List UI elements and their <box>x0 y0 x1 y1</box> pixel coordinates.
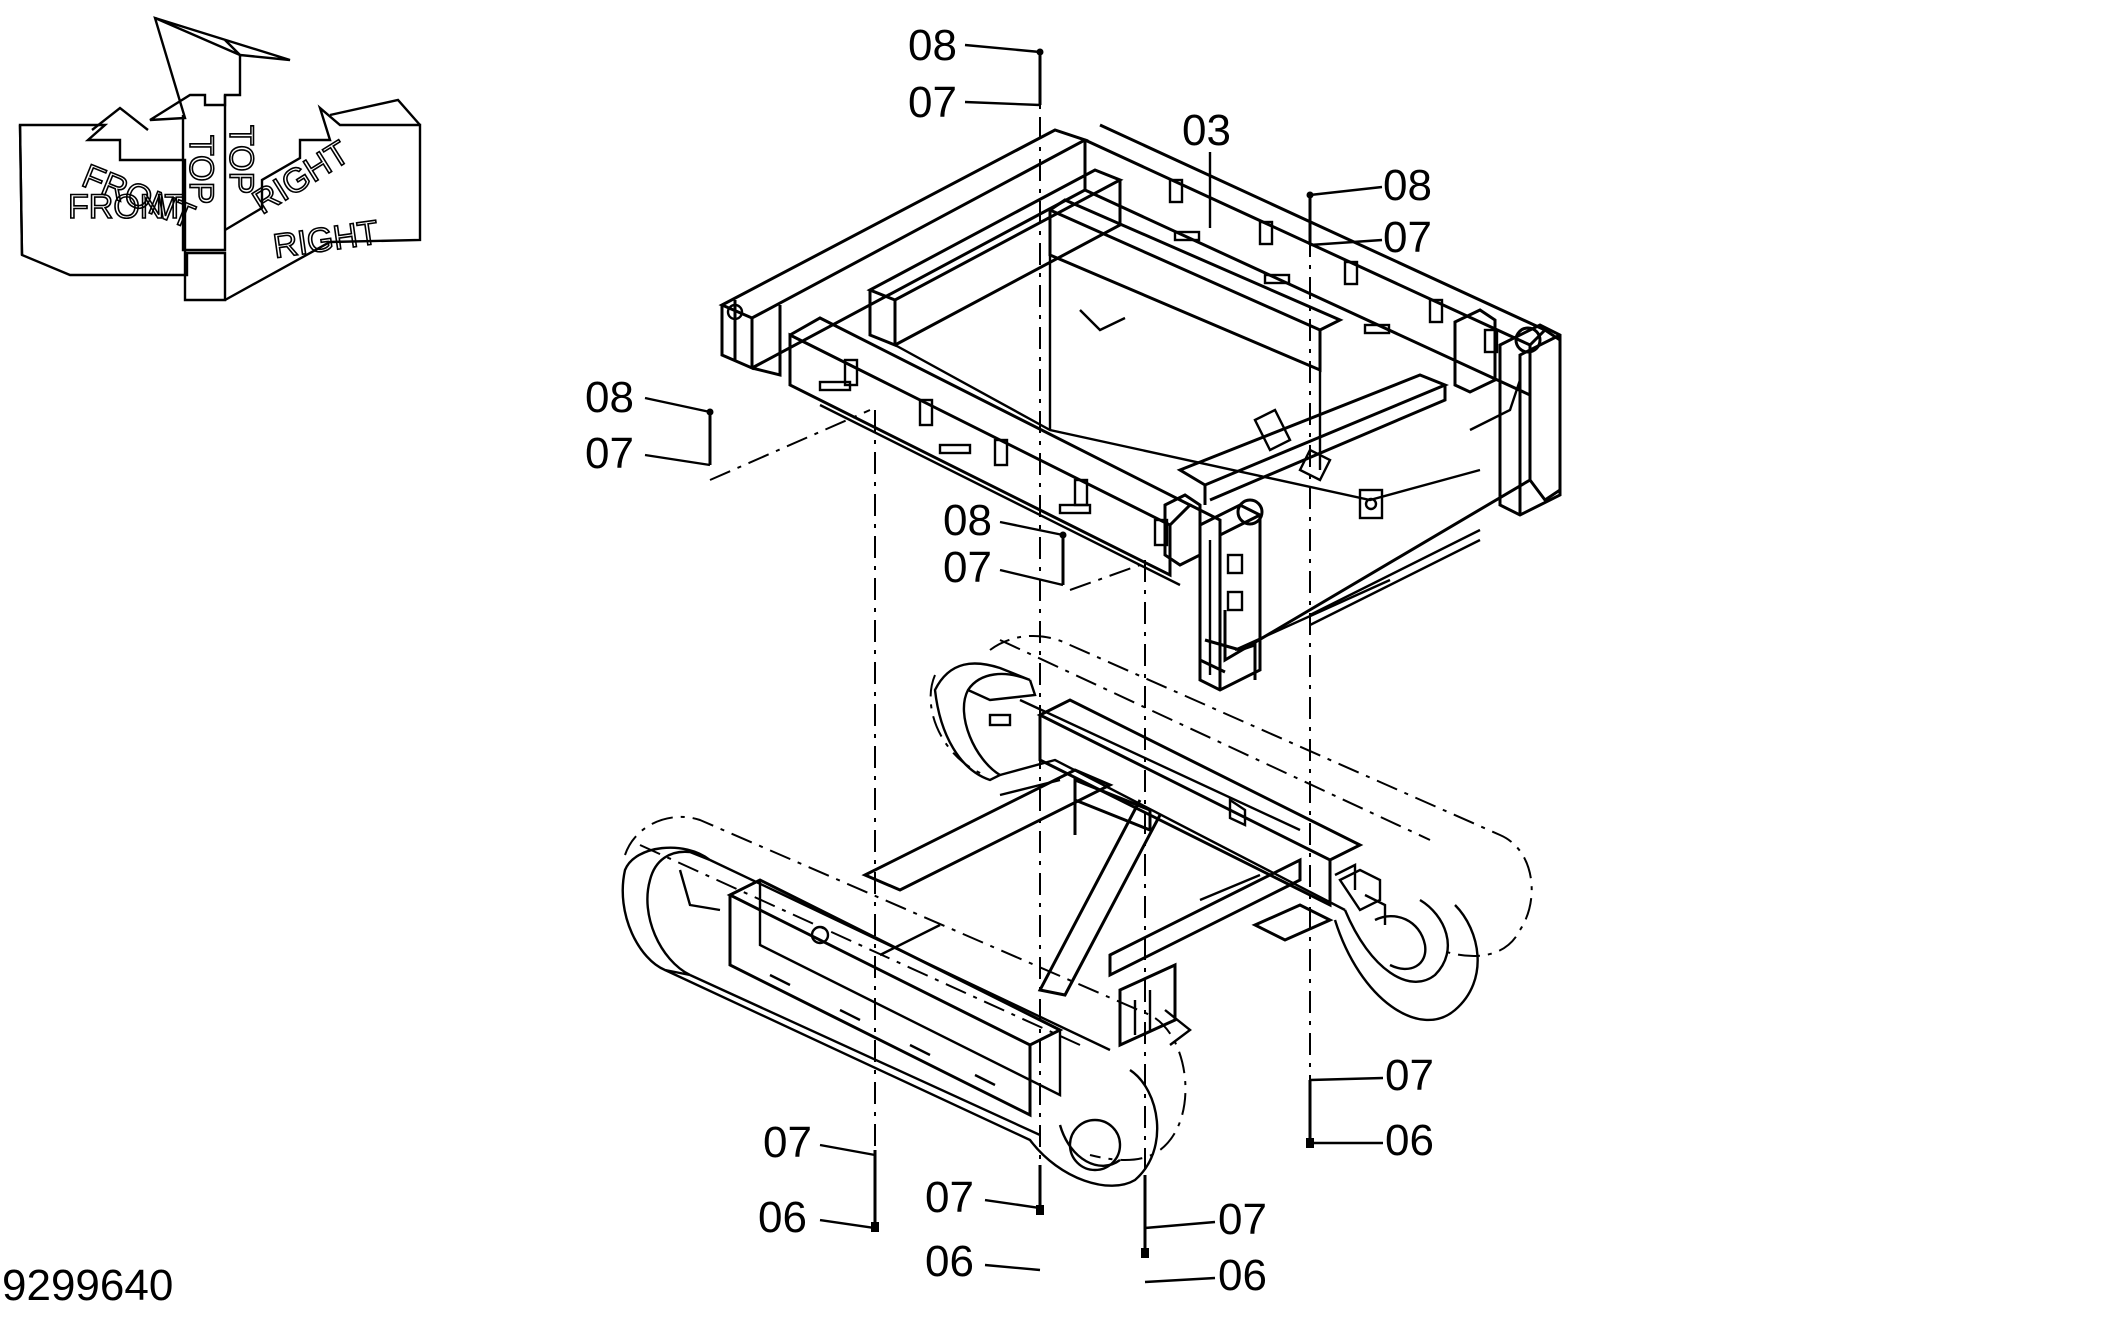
callout-07-top: 07 <box>908 78 957 127</box>
callout-labels: 08 07 03 08 07 08 07 08 07 07 06 07 06 0… <box>585 21 1434 1300</box>
callout-07-center: 07 <box>943 543 992 592</box>
front-label: FRONT <box>68 188 185 226</box>
leader-lines <box>644 43 1384 1284</box>
top-label: TOP <box>222 125 260 194</box>
callout-08-left: 08 <box>585 373 634 422</box>
callout-06-lower-right: 06 <box>1385 1116 1434 1165</box>
callout-08-right: 08 <box>1383 161 1432 210</box>
callout-07-right: 07 <box>1383 213 1432 262</box>
callout-06-bottom-right: 06 <box>1218 1251 1267 1300</box>
right-label: RIGHT <box>271 214 381 266</box>
callout-07-lower-left: 07 <box>763 1118 812 1167</box>
frame-clips <box>818 178 1499 547</box>
callout-06-lower-left: 06 <box>758 1193 807 1242</box>
orientation-icon: FRONT FRONT RIGHT RIGHT TOP TOP <box>18 16 422 302</box>
assembly-lines <box>709 75 1311 1245</box>
callout-08-top: 08 <box>908 21 957 70</box>
callout-07-left: 07 <box>585 429 634 478</box>
top-label-shadow: TOP <box>182 135 220 204</box>
callout-08-center: 08 <box>943 496 992 545</box>
callout-06-bottom-mid: 06 <box>925 1237 974 1286</box>
callout-03-frame: 03 <box>1182 106 1231 155</box>
callout-07-bottom-right: 07 <box>1218 1195 1267 1244</box>
undercarriage <box>621 634 1533 1187</box>
upper-frame <box>718 123 1562 692</box>
callout-07-bottom-mid: 07 <box>925 1173 974 1222</box>
document-number: 9299640 <box>2 1261 173 1310</box>
callout-07-lower-right: 07 <box>1385 1051 1434 1100</box>
